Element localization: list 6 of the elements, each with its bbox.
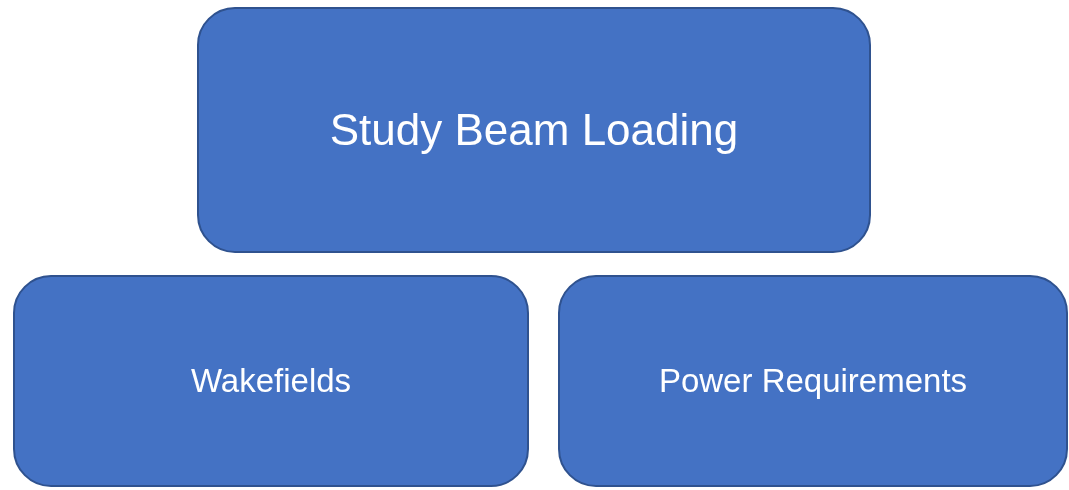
process-box (13, 275, 529, 487)
process-box (558, 275, 1068, 487)
process-box (197, 7, 871, 253)
box-label: Study Beam Loading (328, 104, 740, 156)
box-label: Wakefields (189, 361, 353, 402)
box-label: Power Requirements (657, 361, 969, 402)
